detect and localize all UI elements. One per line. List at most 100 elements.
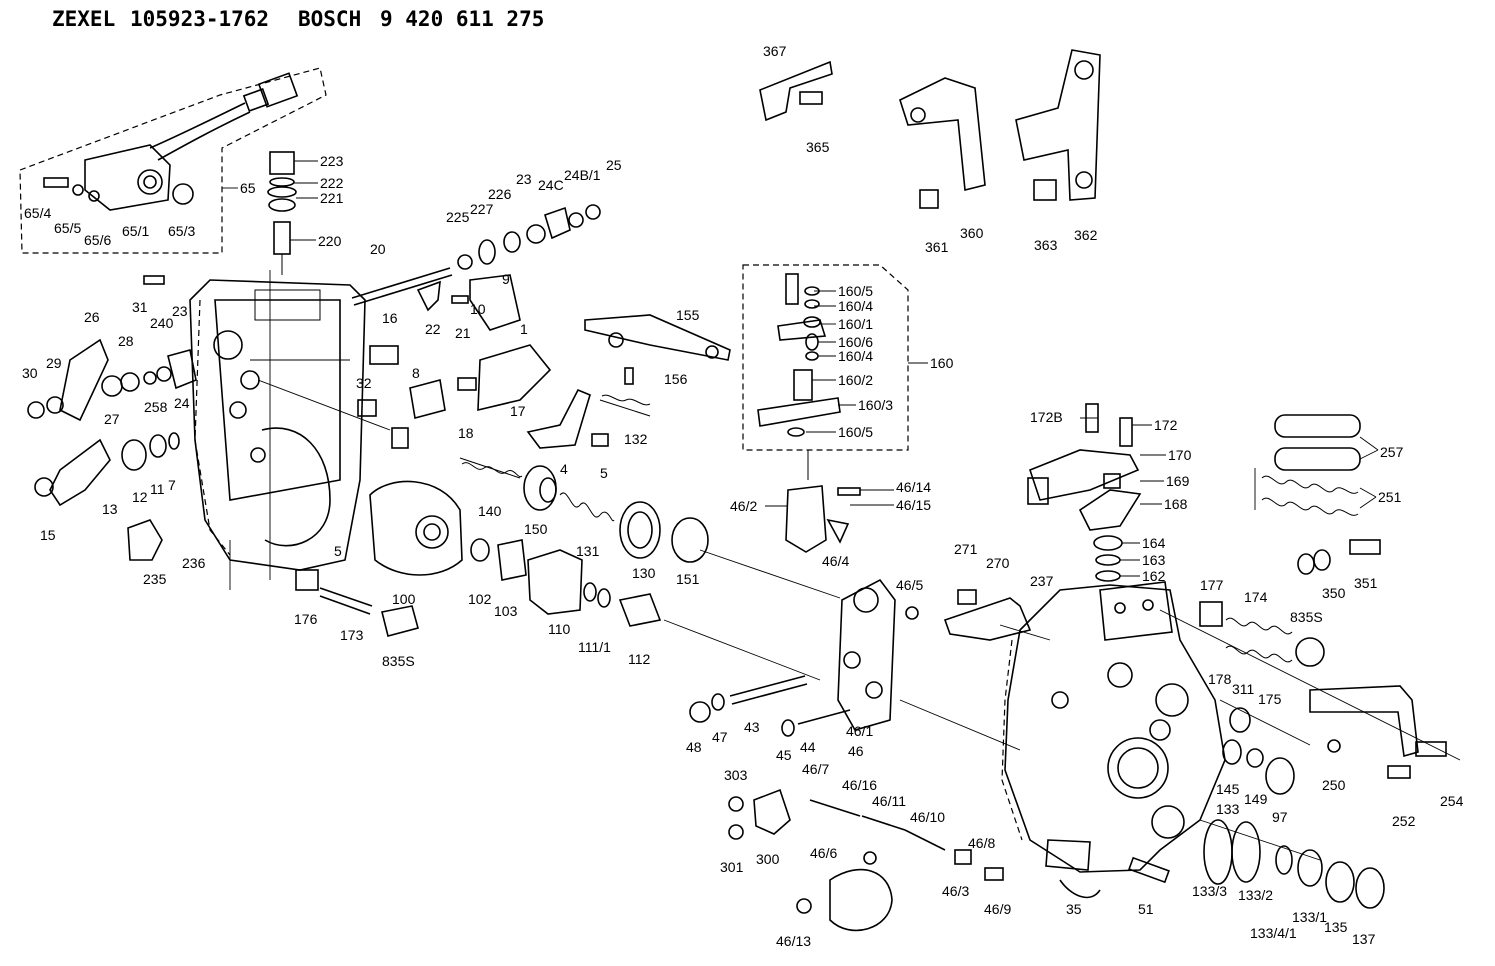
washer-102 xyxy=(470,538,490,562)
nut-46-6 xyxy=(863,851,877,865)
spring-178 xyxy=(1225,645,1293,663)
label-160-6: 160/6 xyxy=(838,334,873,350)
spring-46-4 xyxy=(826,518,850,544)
screw-46-16 xyxy=(809,799,861,817)
label-226: 226 xyxy=(488,186,512,202)
seal-162 xyxy=(1095,570,1121,582)
label-160-4b: 160/4 xyxy=(838,348,873,364)
pin-44 xyxy=(797,709,851,725)
seal-221 xyxy=(268,198,296,212)
label-26: 26 xyxy=(84,309,100,325)
label-250: 250 xyxy=(1322,777,1346,793)
spring-133-2 xyxy=(1231,821,1261,883)
screw-271 xyxy=(957,589,977,605)
label-5b: 5 xyxy=(334,543,342,559)
label-46-4: 46/4 xyxy=(822,553,849,569)
label-164: 164 xyxy=(1142,535,1166,551)
washer-27 xyxy=(101,375,123,397)
label-13: 13 xyxy=(102,501,118,517)
label-35: 35 xyxy=(1066,901,1082,917)
screw-31 xyxy=(143,275,165,285)
ring-23 xyxy=(526,224,546,244)
label-162: 162 xyxy=(1142,568,1166,584)
label-46-7: 46/7 xyxy=(802,761,829,777)
bracket-367 xyxy=(759,60,833,122)
lever-17 xyxy=(477,344,552,412)
label-135: 135 xyxy=(1324,919,1348,935)
nut-303 xyxy=(728,796,744,812)
pin-46-10 xyxy=(904,829,946,851)
label-835s-a: 835S xyxy=(382,653,415,669)
label-17: 17 xyxy=(510,403,526,419)
leader-lines xyxy=(222,160,1379,577)
label-160-2: 160/2 xyxy=(838,372,873,388)
label-46-5: 46/5 xyxy=(896,577,923,593)
label-170: 170 xyxy=(1168,447,1192,463)
label-235: 235 xyxy=(143,571,167,587)
solenoid-valve-assembly xyxy=(19,67,327,254)
label-133-3: 133/3 xyxy=(1192,883,1227,899)
label-155: 155 xyxy=(676,307,700,323)
seal-145 xyxy=(1222,739,1242,765)
stop-lever-group xyxy=(1027,403,1142,582)
bolt-363 xyxy=(1033,179,1057,201)
label-145: 145 xyxy=(1216,781,1240,797)
label-29: 29 xyxy=(46,355,62,371)
rod-43 xyxy=(729,675,806,697)
label-100: 100 xyxy=(392,591,416,607)
plate-160-3 xyxy=(757,397,841,427)
group-160-boundary xyxy=(742,264,909,451)
washer-258 xyxy=(143,371,157,385)
nut-46-3 xyxy=(954,849,972,865)
spring-18 xyxy=(457,377,477,391)
label-220: 220 xyxy=(318,233,342,249)
label-301: 301 xyxy=(720,859,744,875)
spring-251b xyxy=(1261,497,1359,516)
label-160-1: 160/1 xyxy=(838,316,873,332)
label-8: 8 xyxy=(412,365,420,381)
washer-222 xyxy=(269,177,295,187)
label-46-3: 46/3 xyxy=(942,883,969,899)
label-240: 240 xyxy=(150,315,174,331)
label-251: 251 xyxy=(1378,489,1402,505)
label-360: 360 xyxy=(960,225,984,241)
label-363: 363 xyxy=(1034,237,1058,253)
cap-97 xyxy=(1265,757,1295,795)
plate-4 xyxy=(526,388,591,449)
ring-111-1 xyxy=(583,582,597,602)
label-221: 221 xyxy=(320,190,344,206)
left-linkage-parts xyxy=(27,275,399,561)
washer-45 xyxy=(781,719,795,737)
bushing-28 xyxy=(120,372,140,392)
label-160-4a: 160/4 xyxy=(838,298,873,314)
label-111-1: 111/1 xyxy=(578,639,611,655)
bolt-51 xyxy=(1128,856,1170,884)
cap-151 xyxy=(671,517,709,563)
label-43: 43 xyxy=(744,719,760,735)
label-46-1: 46/1 xyxy=(846,723,873,739)
spring-130 xyxy=(619,501,661,559)
spring-251a xyxy=(1261,475,1359,494)
label-4: 4 xyxy=(560,461,568,477)
label-271: 271 xyxy=(954,541,978,557)
label-46-8: 46/8 xyxy=(968,835,995,851)
washer-164 xyxy=(1093,535,1123,551)
label-5a: 5 xyxy=(600,465,608,481)
shaft-20 xyxy=(351,267,451,299)
gasket-237 xyxy=(1001,639,1023,841)
rear-bore xyxy=(1107,737,1169,799)
label-176: 176 xyxy=(294,611,318,627)
washer-46-13 xyxy=(796,898,812,914)
label-46-10: 46/10 xyxy=(910,809,945,825)
label-65-3: 65/3 xyxy=(168,223,195,239)
housing-46-13 xyxy=(829,868,893,932)
lever-assembly-160 xyxy=(742,264,909,480)
label-46: 46 xyxy=(848,743,864,759)
shaft-140 xyxy=(459,457,521,479)
label-300: 300 xyxy=(756,851,780,867)
nut-223 xyxy=(269,151,295,175)
spring-46-11 xyxy=(861,815,906,831)
mounting-brackets-top xyxy=(759,49,1101,209)
label-367: 367 xyxy=(763,43,787,59)
cap-137 xyxy=(1355,867,1385,909)
